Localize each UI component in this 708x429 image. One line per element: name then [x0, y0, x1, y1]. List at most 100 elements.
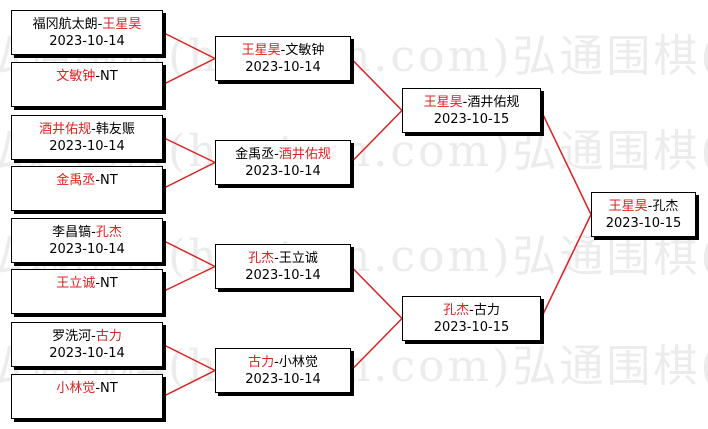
player-name: 文敏钟	[56, 68, 96, 84]
match-date: 2023-10-14	[245, 371, 321, 387]
connector-line	[350, 317, 403, 372]
player-name: NT	[100, 380, 118, 396]
match-players: 金禹丞-NT	[56, 172, 117, 189]
versus-separator: -	[91, 328, 96, 344]
player-name: 李昌镐	[52, 224, 92, 240]
player-name: 王星昊	[241, 42, 281, 58]
player-name: 金禹丞	[56, 172, 96, 188]
versus-separator: -	[274, 354, 279, 370]
match-date: 2023-10-14	[245, 163, 321, 179]
player-name: 文敏钟	[285, 42, 325, 58]
match-date: 2023-10-14	[49, 33, 125, 49]
connector-line	[162, 57, 216, 86]
match-date: 2023-10-14	[245, 59, 321, 75]
connector-line	[350, 109, 403, 164]
player-name: 小林觉	[56, 380, 96, 396]
player-name: 酒井佑规	[467, 94, 520, 110]
versus-separator: -	[274, 146, 279, 162]
player-name: 孔杰	[443, 302, 470, 318]
player-name: NT	[100, 172, 118, 188]
versus-separator: -	[647, 198, 653, 214]
connector-line	[540, 214, 592, 319]
match-players: 文敏钟-NT	[56, 68, 117, 85]
player-name: 王星昊	[608, 198, 648, 214]
player-name: 金禹丞	[235, 146, 275, 162]
versus-separator: -	[95, 68, 101, 84]
versus-separator: -	[91, 224, 96, 240]
match-date	[85, 189, 89, 206]
connector-line	[350, 57, 403, 112]
player-name: 酒井佑规	[39, 121, 92, 137]
connector-line	[162, 265, 216, 293]
player-name: 王立诚	[278, 250, 318, 266]
player-name: 酒井佑规	[278, 146, 331, 162]
versus-separator: -	[469, 302, 474, 318]
match-players: 孔杰-王立诚	[248, 250, 318, 267]
player-name: 孔杰	[95, 224, 122, 240]
connector-line	[162, 343, 216, 372]
match-date	[85, 85, 89, 102]
versus-separator: -	[462, 94, 468, 110]
match-players: 罗洗河-古力	[52, 328, 122, 345]
player-name: 罗洗河	[52, 328, 92, 344]
player-name: 王立诚	[56, 275, 96, 291]
player-name: 古力	[248, 354, 275, 370]
player-name: 古力	[473, 302, 500, 318]
connector-line	[162, 31, 216, 60]
round1-match-4[interactable]: 金禹丞-NT	[11, 166, 163, 211]
match-players: 孔杰-古力	[443, 302, 500, 319]
match-players: 王星昊-孔杰	[609, 198, 679, 215]
match-players: 福冈航太朗-王星昊	[33, 16, 142, 33]
match-players: 王立诚-NT	[56, 275, 117, 292]
player-name: 孔杰	[248, 250, 275, 266]
match-date	[85, 292, 89, 309]
player-name: 孔杰	[652, 198, 679, 214]
versus-separator: -	[95, 172, 101, 188]
match-date: 2023-10-15	[605, 215, 682, 231]
match-date	[85, 397, 89, 414]
match-players: 王星昊-文敏钟	[242, 42, 325, 59]
match-date: 2023-10-15	[433, 319, 510, 335]
versus-separator: -	[97, 16, 103, 32]
player-name: 韩友赈	[95, 121, 135, 137]
connector-line	[540, 110, 592, 215]
connector-line	[162, 161, 216, 190]
versus-separator: -	[95, 275, 101, 291]
player-name: NT	[100, 275, 118, 291]
match-players: 小林觉-NT	[56, 380, 117, 397]
match-date: 2023-10-14	[49, 241, 125, 257]
player-name: 小林觉	[278, 354, 318, 370]
round1-match-8[interactable]: 小林觉-NT	[11, 374, 163, 419]
match-date: 2023-10-14	[245, 267, 321, 283]
player-name: NT	[100, 68, 118, 84]
match-date: 2023-10-15	[433, 111, 510, 127]
versus-separator: -	[274, 250, 279, 266]
match-date: 2023-10-14	[49, 345, 125, 361]
player-name: 福冈航太朗	[32, 16, 98, 32]
match-date: 2023-10-14	[49, 138, 125, 154]
match-players: 李昌镐-孔杰	[52, 224, 122, 241]
versus-separator: -	[280, 42, 286, 58]
player-name: 王星昊	[423, 94, 463, 110]
connector-line	[162, 369, 216, 398]
match-players: 古力-小林觉	[248, 354, 318, 371]
player-name: 古力	[95, 328, 122, 344]
match-players: 金禹丞-酒井佑规	[235, 146, 331, 163]
round1-match-2[interactable]: 文敏钟-NT	[11, 62, 163, 107]
match-players: 王星昊-酒井佑规	[424, 94, 520, 111]
player-name: 王星昊	[102, 16, 142, 32]
round1-match-6[interactable]: 王立诚-NT	[11, 269, 163, 314]
connector-line	[162, 239, 216, 268]
